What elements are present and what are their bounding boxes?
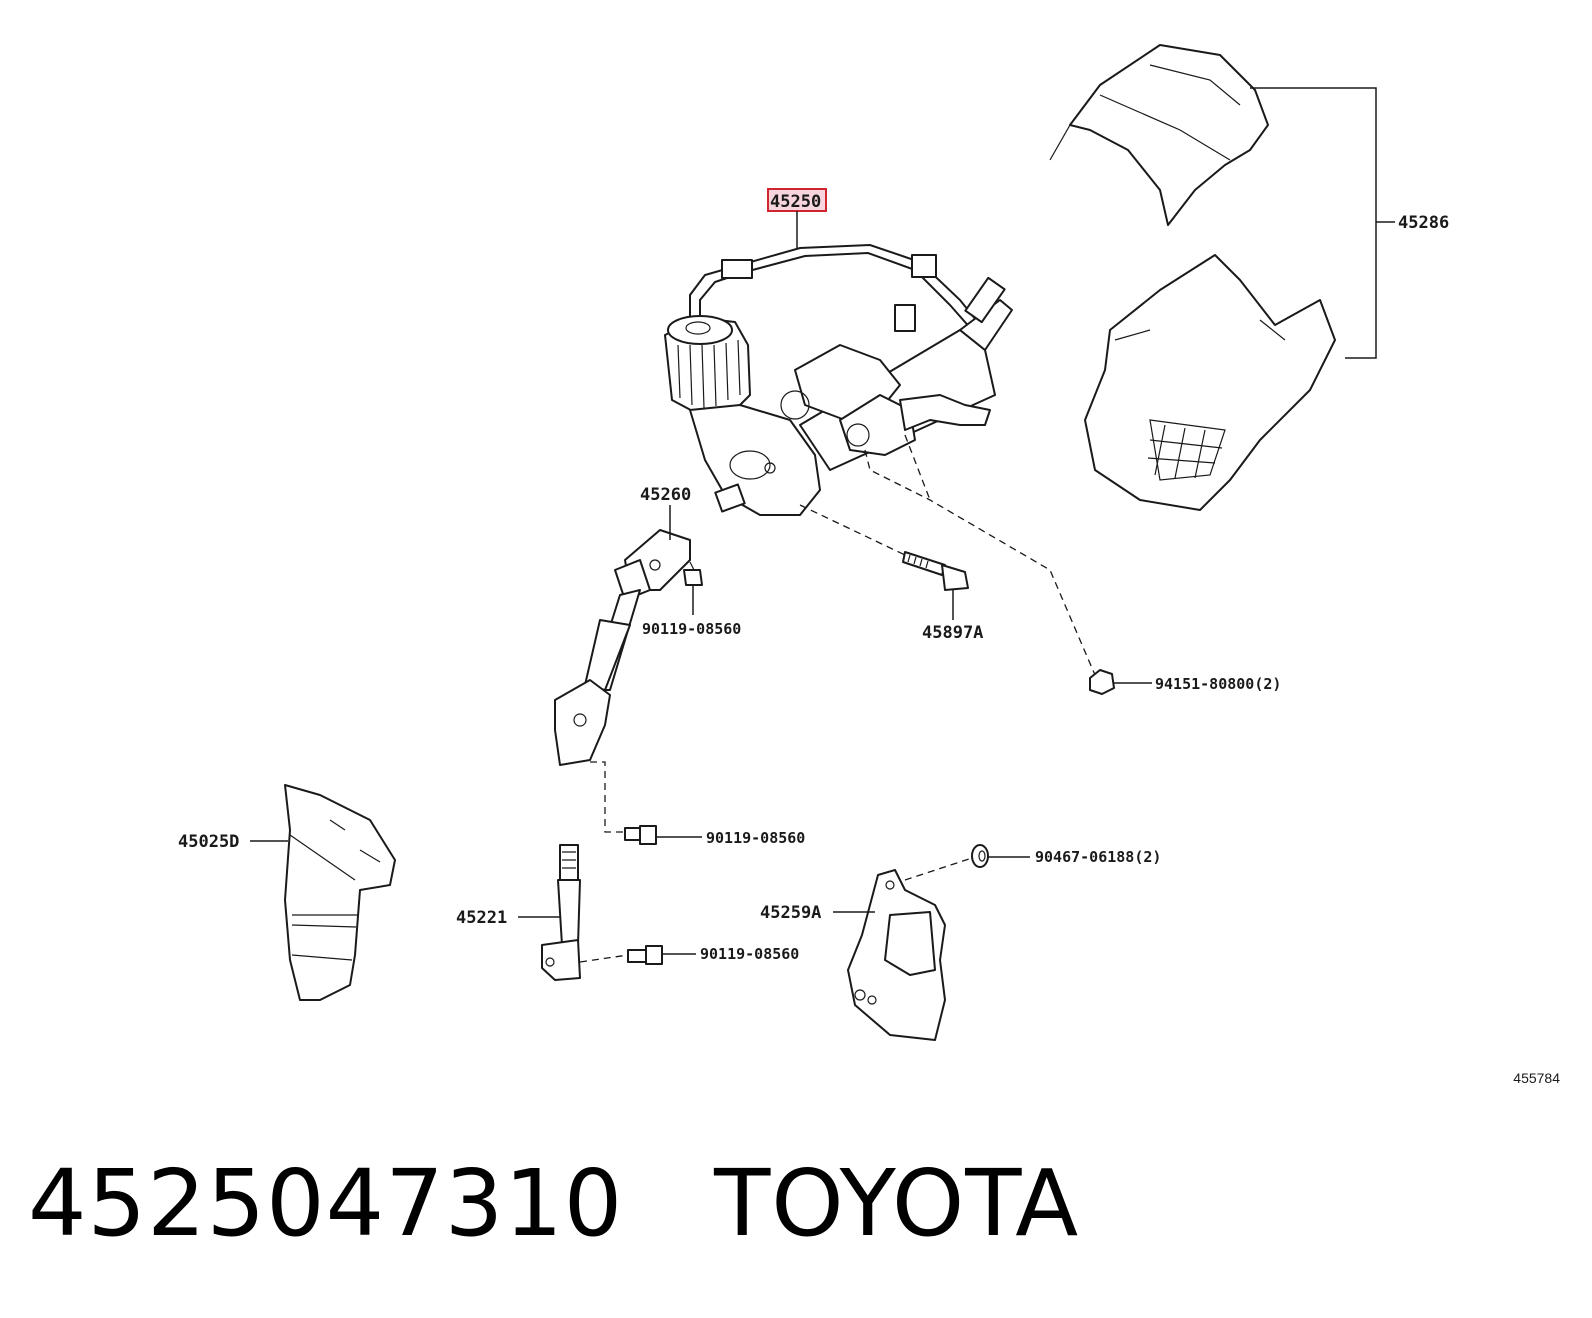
bolt-90119-middle bbox=[624, 825, 657, 845]
label-45250[interactable]: 45250 bbox=[770, 192, 821, 212]
footer-caption: 4525047310 TOYOTA bbox=[28, 1150, 1079, 1257]
label-90467-06188[interactable]: 90467-06188(2) bbox=[1035, 848, 1161, 866]
label-45897a[interactable]: 45897A bbox=[922, 623, 983, 643]
steering-shaft-45221 bbox=[541, 844, 581, 981]
upper-column-cover bbox=[1049, 44, 1269, 226]
label-45260[interactable]: 45260 bbox=[640, 485, 691, 505]
clip-90467 bbox=[971, 844, 989, 868]
dash-shaft45221-to-bolt bbox=[579, 954, 629, 963]
column-hole-cover-boot bbox=[284, 784, 396, 1001]
parts-diagram: 45250 45286 45260 90119-08560 45897A 941… bbox=[178, 44, 1449, 1041]
nut-94151 bbox=[1089, 669, 1115, 695]
leader-45286 bbox=[1250, 87, 1395, 359]
label-90119-08560-middle[interactable]: 90119-08560 bbox=[706, 829, 805, 847]
intermediate-shaft bbox=[554, 529, 691, 766]
label-45286[interactable]: 45286 bbox=[1398, 213, 1449, 233]
cover-45259a bbox=[847, 869, 946, 1041]
label-90119-08560-bottom[interactable]: 90119-08560 bbox=[700, 945, 799, 963]
label-90119-08560-top[interactable]: 90119-08560 bbox=[642, 620, 741, 638]
dash-bracket-to-94151 bbox=[904, 434, 931, 501]
dash-column-to-45897a bbox=[799, 504, 906, 556]
diagram-reference-code: 455784 bbox=[1513, 1070, 1560, 1086]
bolt-45897a bbox=[902, 551, 969, 591]
steering-column-assembly bbox=[664, 243, 1013, 516]
footer-brand: TOYOTA bbox=[714, 1150, 1080, 1257]
label-94151-80800[interactable]: 94151-80800(2) bbox=[1155, 675, 1281, 693]
bolt-90119-top bbox=[683, 561, 703, 586]
dash-column-to-94151 bbox=[864, 449, 1096, 676]
footer-part-number: 4525047310 bbox=[28, 1150, 624, 1257]
dash-cover-to-clip bbox=[904, 857, 973, 881]
lower-column-cover bbox=[1084, 254, 1336, 511]
dash-shaft-to-bolt bbox=[590, 761, 625, 833]
label-45221[interactable]: 45221 bbox=[456, 908, 507, 928]
label-45025d[interactable]: 45025D bbox=[178, 832, 239, 852]
bolt-90119-bottom bbox=[627, 945, 663, 965]
label-45259a[interactable]: 45259A bbox=[760, 903, 821, 923]
